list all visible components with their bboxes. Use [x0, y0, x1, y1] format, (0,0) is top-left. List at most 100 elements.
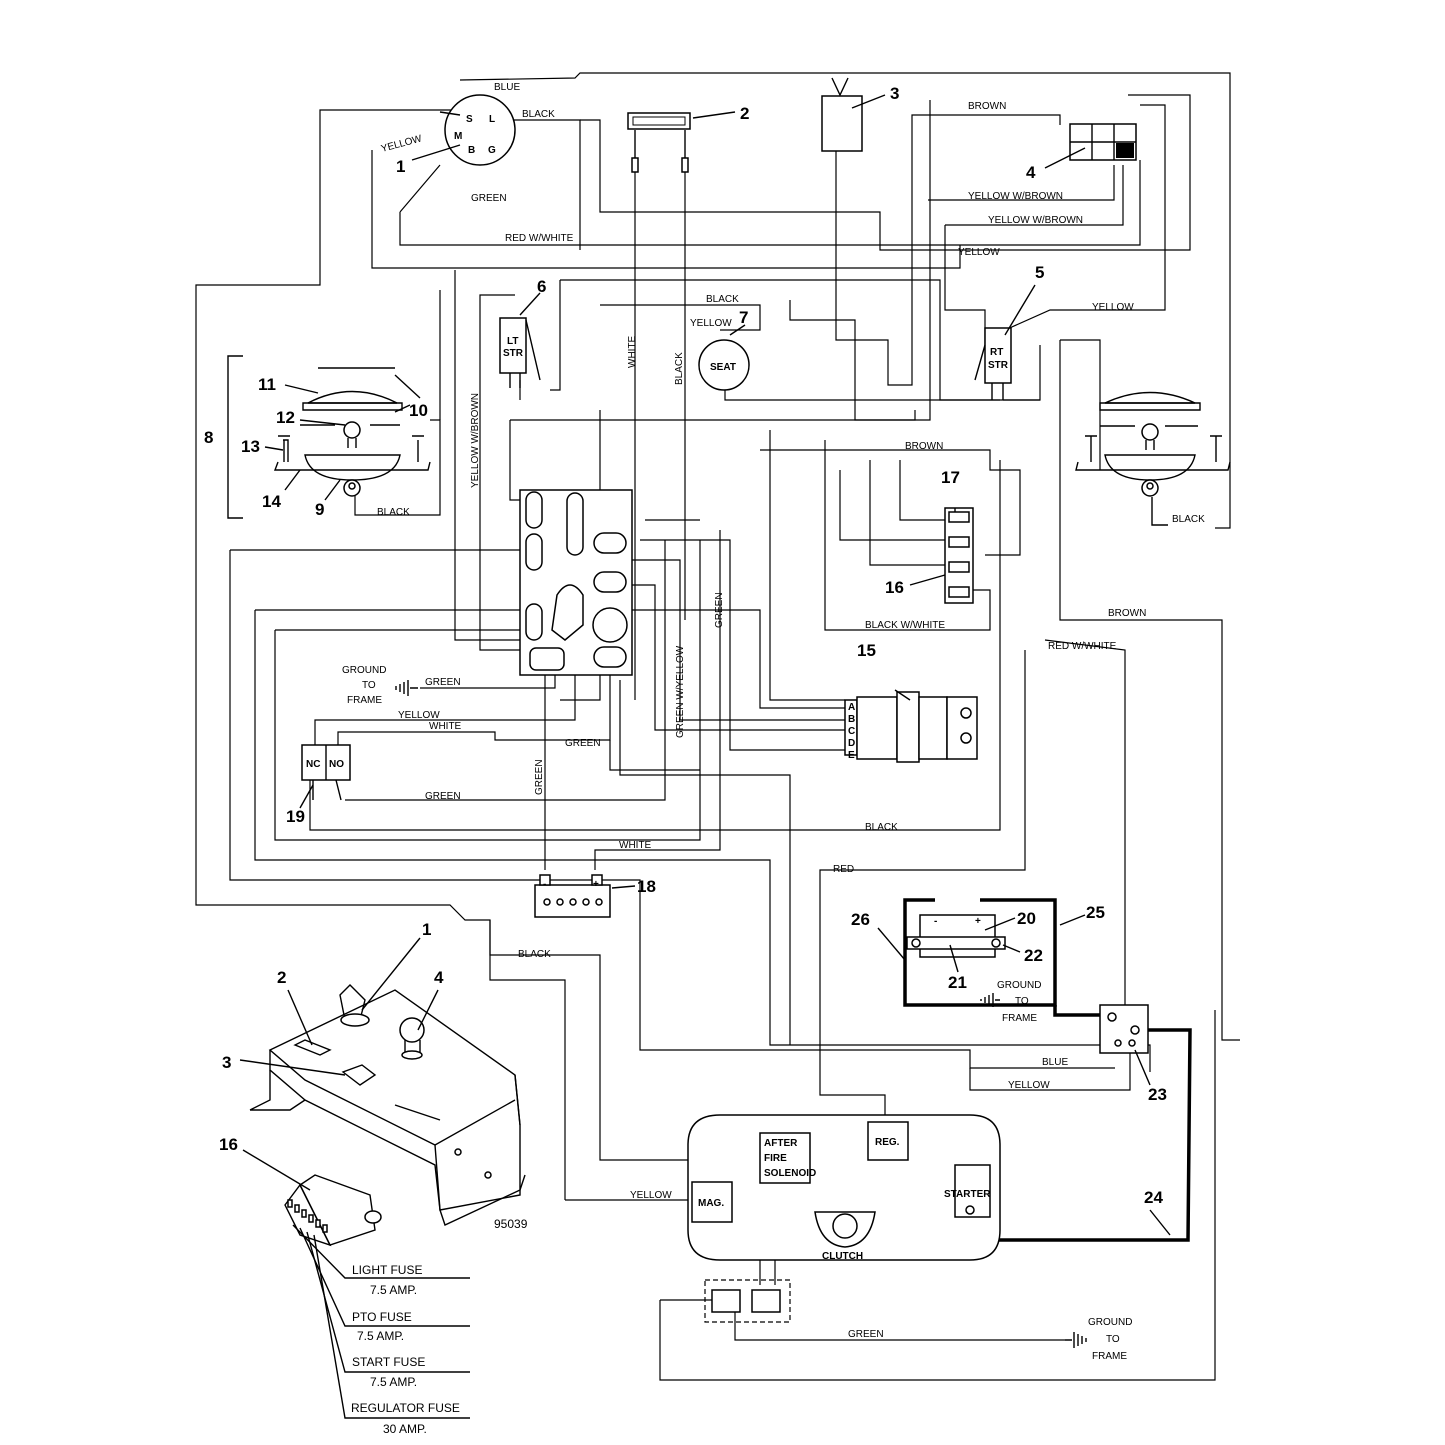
ground-reg-3: FRAME	[1002, 1013, 1037, 1024]
fuse-light-rating: 7.5 AMP.	[370, 1283, 417, 1297]
brake-switch[interactable]: NC NO	[301, 744, 351, 801]
wire-label-green-clutch: GREEN	[848, 1329, 884, 1340]
callout-20: 20	[1017, 909, 1036, 928]
wire-label-green-switch: GREEN	[565, 738, 601, 749]
ground-left-2: TO	[362, 680, 376, 691]
wire-label-brown-right: BROWN	[1108, 608, 1146, 619]
callout-25: 25	[1086, 903, 1105, 922]
callout-1: 1	[396, 157, 405, 176]
rt-str-label-2: STR	[988, 360, 1009, 371]
callout-10: 10	[409, 401, 428, 420]
key-terminal-s: S	[466, 114, 473, 125]
wire-label-green-bottom: GREEN	[425, 791, 461, 802]
callout-numbers: 1 2 3 4 5 6 7 8 9 10 11 12 13 14 15 16 1…	[204, 84, 1167, 1207]
callout-18: 18	[637, 877, 656, 896]
fuse-holder	[944, 507, 974, 604]
connector-pin-a: A	[848, 702, 855, 713]
fuse-regulator-rating: 30 AMP.	[383, 1422, 427, 1436]
panel-callout-16: 16	[219, 1135, 238, 1154]
dashboard-perspective-view	[249, 984, 526, 1247]
callout-21: 21	[948, 973, 967, 992]
part-number: 95039	[494, 1217, 528, 1231]
callout-2: 2	[740, 104, 749, 123]
callout-7: 7	[739, 308, 748, 327]
callout-8: 8	[204, 428, 213, 447]
battery-pos: +	[593, 879, 599, 890]
seat-switch[interactable]: SEAT	[698, 339, 750, 391]
wire-label-yellow-w-brown-2: YELLOW W/BROWN	[988, 215, 1083, 226]
connector-pin-c: C	[848, 726, 855, 737]
callout-17: 17	[941, 468, 960, 487]
lt-str-label-1: LT	[507, 336, 518, 347]
key-terminal-l: L	[489, 114, 495, 125]
key-terminal-m: M	[454, 131, 462, 142]
connector-pin-e: E	[848, 750, 855, 761]
fuse-light-name: LIGHT FUSE	[352, 1263, 422, 1277]
ground-left-1: GROUND	[342, 665, 386, 676]
callout-4: 4	[1026, 163, 1036, 182]
fuse-pto-rating: 7.5 AMP.	[357, 1329, 404, 1343]
right-headlight-assembly	[1075, 391, 1231, 526]
callout-6: 6	[537, 277, 546, 296]
callout-9: 9	[315, 500, 324, 519]
callout-19: 19	[286, 807, 305, 826]
callout-14: 14	[262, 492, 281, 511]
clutch-relay	[704, 1279, 791, 1323]
callout-16: 16	[885, 578, 904, 597]
ground-clutch-2: TO	[1106, 1334, 1120, 1345]
wire-label-black-right-light: BLACK	[1172, 514, 1205, 525]
wire-label-black-vert: BLACK	[674, 352, 685, 385]
wire-label-yellow-low: YELLOW	[1008, 1080, 1050, 1091]
reg-label: REG.	[875, 1137, 900, 1148]
pto-switch[interactable]	[627, 112, 691, 173]
wire-label-yellow-seat: YELLOW	[690, 318, 732, 329]
connector-pin-b: B	[848, 714, 855, 725]
wire-label-black-left-light: BLACK	[377, 507, 410, 518]
central-module-block	[519, 489, 633, 676]
panel-callout-4: 4	[434, 968, 444, 987]
ground-left-3: FRAME	[347, 695, 382, 706]
fuse-start-name: START FUSE	[352, 1355, 425, 1369]
battery: - +	[534, 874, 611, 918]
callout-26: 26	[851, 910, 870, 929]
wire-label-red: RED	[833, 864, 854, 875]
wire-label-brown-mid: BROWN	[905, 441, 943, 452]
fuse-list: LIGHT FUSE 7.5 AMP. PTO FUSE 7.5 AMP. ST…	[351, 1263, 460, 1436]
callout-5: 5	[1035, 263, 1044, 282]
callout-3: 3	[890, 84, 899, 103]
panel-callout-3: 3	[222, 1053, 231, 1072]
wire-label-yellow-mid: YELLOW	[958, 247, 1000, 258]
panel-callout-2: 2	[277, 968, 286, 987]
wire-label-green-vert-2: GREEN	[714, 592, 725, 628]
fuse-leaders	[292, 1224, 470, 1419]
wire-label-yellow-right: YELLOW	[1092, 302, 1134, 313]
lt-str-label-2: STR	[503, 348, 524, 359]
wire-label-white-battery: WHITE	[619, 840, 652, 851]
wire-label-blue-top: BLUE	[494, 82, 520, 93]
ground-reg-2: TO	[1015, 996, 1029, 1007]
rectifier-pos: +	[975, 916, 981, 927]
callout-13: 13	[241, 437, 260, 456]
rectifier-neg: -	[934, 916, 937, 927]
ignition-key-switch[interactable]: S L M B G	[444, 94, 516, 166]
wire-label-white-vert: WHITE	[627, 335, 638, 368]
wire-label-red-white-top: RED W/WHITE	[505, 233, 574, 244]
callout-15: 15	[857, 641, 876, 660]
callout-12: 12	[276, 408, 295, 427]
left-headlight-assembly	[227, 355, 431, 519]
fuse-block-top	[1069, 123, 1137, 161]
right-steering-switch[interactable]: RT STR	[974, 327, 1012, 400]
ground-clutch-3: FRAME	[1092, 1351, 1127, 1362]
clutch-label: CLUTCH	[822, 1251, 863, 1262]
light-switch[interactable]	[821, 77, 863, 152]
wire-label-black-top: BLACK	[522, 109, 555, 120]
after-fire-1: AFTER	[764, 1138, 798, 1149]
fuse-start-rating: 7.5 AMP.	[370, 1375, 417, 1389]
left-steering-switch[interactable]: LT STR	[499, 317, 541, 388]
ground-labels: GROUND TO FRAME GROUND TO FRAME GROUND T…	[342, 665, 1132, 1362]
wire-label-black-mid: BLACK	[706, 294, 739, 305]
rt-str-label-1: RT	[990, 347, 1003, 358]
callout-24: 24	[1144, 1188, 1163, 1207]
